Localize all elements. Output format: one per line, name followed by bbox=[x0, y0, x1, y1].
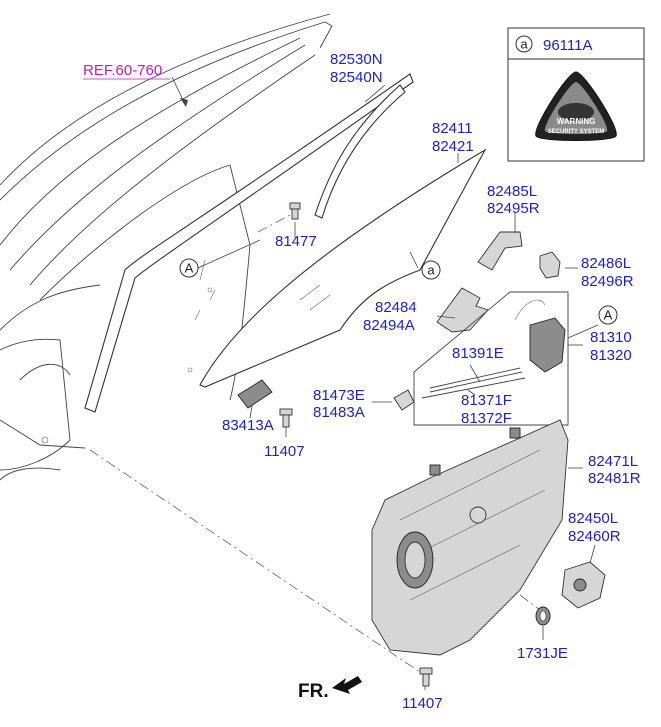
direction-label: FR. bbox=[298, 681, 329, 702]
warning-label-line2: SECURITY SYSTEM bbox=[548, 129, 605, 135]
callout-regulator-2: 82481R bbox=[588, 470, 641, 487]
callout-bolt-81477: 81477 bbox=[275, 233, 317, 250]
warning-label-line1: WARNING bbox=[557, 117, 596, 126]
callout-glass-run-1: 82530N bbox=[330, 51, 383, 68]
glass-run-channel bbox=[84, 73, 414, 413]
clip-81473e bbox=[393, 389, 415, 411]
legend-marker: a bbox=[520, 37, 528, 52]
view-marker-a-upper: A bbox=[179, 258, 199, 278]
legend-box: a 96111A WARNING SECURITY SYSTEM bbox=[507, 27, 645, 162]
leader-lines bbox=[171, 76, 599, 690]
bracket-82486l bbox=[539, 251, 561, 279]
direction-arrow-icon bbox=[332, 676, 362, 694]
legend-part-number: 96111A bbox=[543, 37, 593, 54]
view-marker-a-lower: a bbox=[421, 260, 441, 280]
callout-regulator-1: 82471L bbox=[588, 453, 638, 470]
bolt-11407-left bbox=[279, 408, 293, 428]
view-marker-a-right: A bbox=[598, 305, 618, 325]
motor-82450l bbox=[561, 561, 606, 609]
grommet-1731je bbox=[535, 606, 551, 626]
callout-grommet: 1731JE bbox=[517, 645, 568, 662]
pad-83413a bbox=[237, 379, 273, 409]
bracket-82485l bbox=[477, 231, 523, 271]
callout-motor-2: 82460R bbox=[568, 528, 621, 545]
latch-group-frame bbox=[413, 291, 569, 426]
door-frame bbox=[0, 13, 333, 481]
callout-bolt-left: 11407 bbox=[264, 443, 305, 460]
bolt-leader-81477 bbox=[257, 213, 293, 233]
callout-glass-run-2: 82540N bbox=[330, 69, 383, 86]
callout-bracket-upper-1: 82485L bbox=[487, 183, 537, 200]
grommet-leader bbox=[519, 594, 541, 611]
legend-marker-circle bbox=[515, 35, 533, 53]
callout-latch-1: 81310 bbox=[590, 329, 632, 346]
callout-clip-1: 81473E bbox=[313, 387, 365, 404]
rods bbox=[421, 367, 526, 399]
callout-motor-1: 82450L bbox=[568, 510, 618, 527]
callout-bracket-lower-2: 82496R bbox=[581, 273, 634, 290]
svg-text:A: A bbox=[185, 261, 194, 276]
svg-text:a: a bbox=[427, 263, 435, 278]
callout-clip-2: 81483A bbox=[313, 404, 365, 421]
callout-bracket-upper-2: 82495R bbox=[487, 200, 540, 217]
assembly-leader-line bbox=[89, 449, 421, 673]
callout-bracket-lower-1: 82486L bbox=[581, 255, 631, 272]
regulator-panel bbox=[371, 419, 569, 656]
reference-label: REF.60-760 bbox=[83, 62, 162, 79]
callout-pad: 83413A bbox=[222, 417, 274, 434]
callout-rod-lower-2: 81372F bbox=[461, 410, 512, 427]
plate-82484 bbox=[436, 287, 489, 333]
callout-plate-1: 82484 bbox=[375, 299, 417, 316]
callout-bolt-bottom: 11407 bbox=[402, 695, 443, 712]
callout-latch-2: 81320 bbox=[590, 347, 632, 364]
latch-81310 bbox=[514, 299, 566, 373]
bolt-81477 bbox=[289, 202, 301, 220]
callout-door-glass-2: 82421 bbox=[432, 138, 474, 155]
callout-door-glass-1: 82411 bbox=[432, 120, 473, 137]
callout-rod-lower-1: 81371F bbox=[461, 392, 512, 409]
bolt-11407-bottom bbox=[419, 667, 433, 687]
svg-text:A: A bbox=[604, 308, 613, 323]
callout-rod-upper: 81391E bbox=[452, 345, 504, 362]
door-glass bbox=[199, 148, 487, 388]
warning-label-icon: WARNING SECURITY SYSTEM bbox=[535, 71, 617, 141]
callout-plate-2: 82494A bbox=[363, 317, 415, 334]
